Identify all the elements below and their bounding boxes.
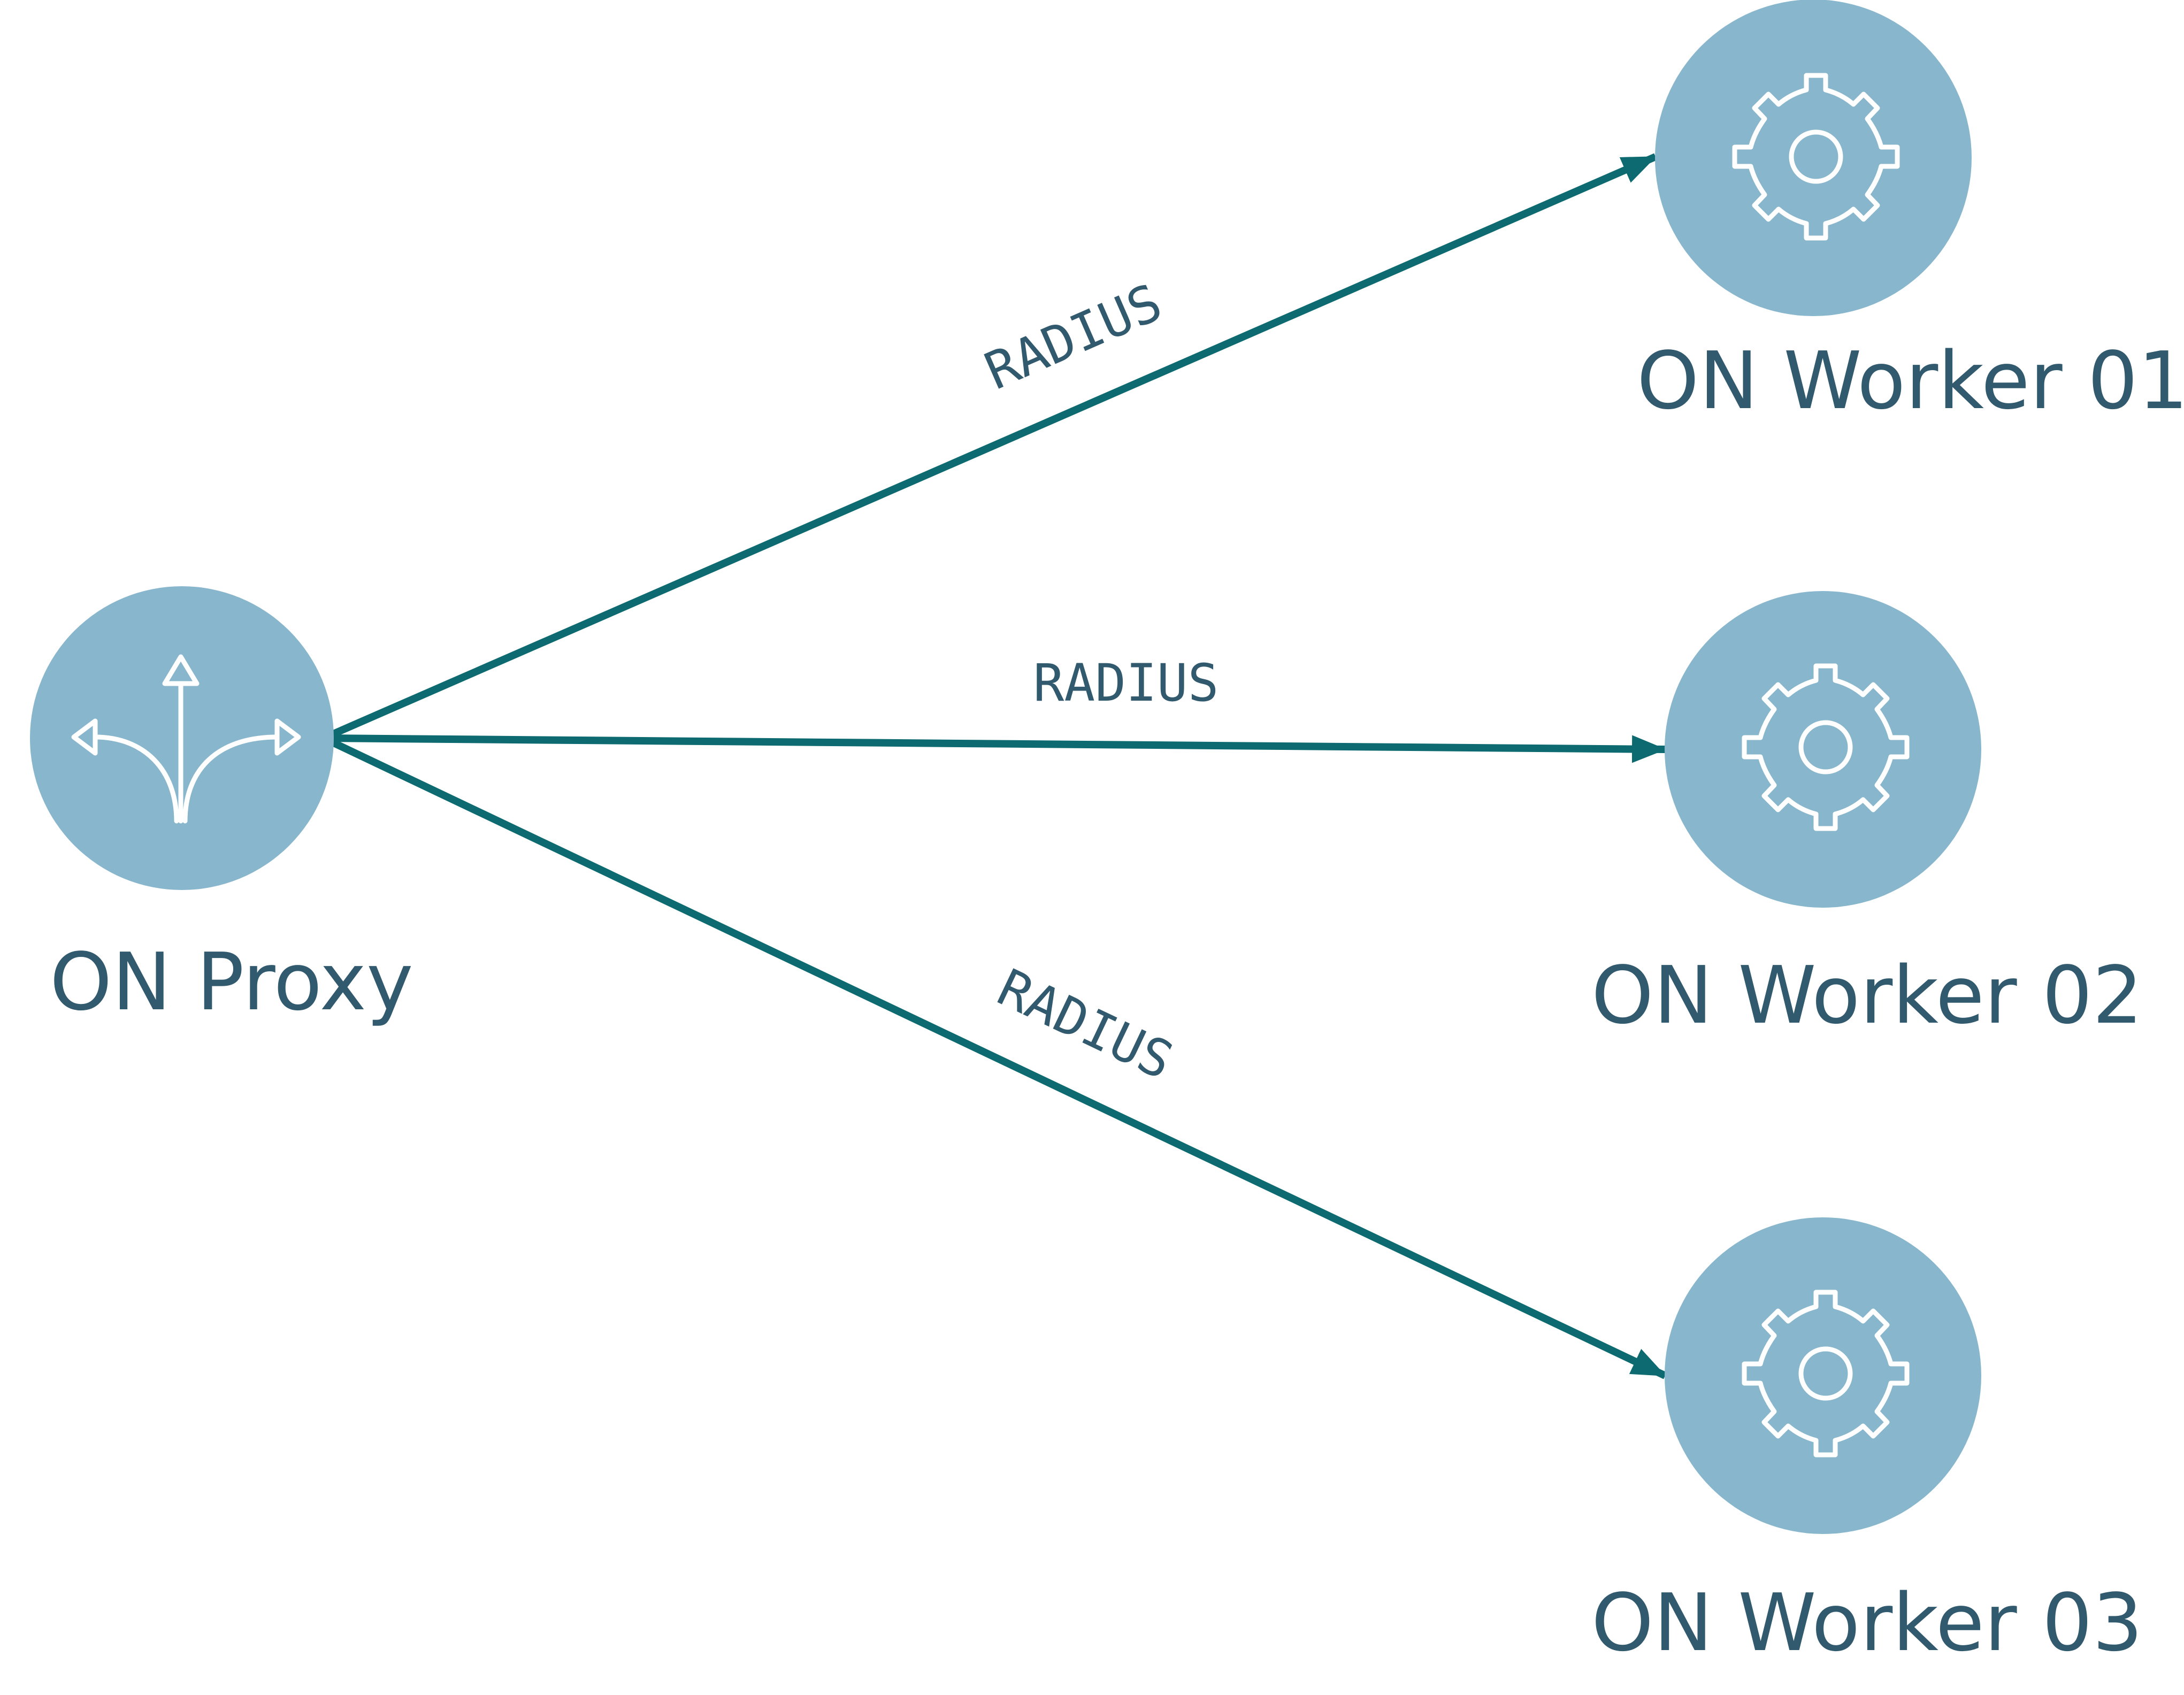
fork-arrows-icon [71, 654, 301, 824]
worker-01-circle [1655, 0, 1972, 316]
edge-labels: RADIUS RADIUS RADIUS [976, 272, 1219, 1091]
edge-label-worker2: RADIUS [1033, 653, 1219, 713]
node-worker-02: ON Worker 02 [1591, 591, 2143, 1041]
node-worker-01: ON Worker 01 [1637, 0, 2184, 427]
node-worker-03: ON Worker 03 [1591, 1217, 2143, 1669]
edges [321, 153, 1667, 1379]
proxy-label: ON Proxy [50, 936, 413, 1028]
worker-03-label: ON Worker 03 [1591, 1577, 2143, 1669]
edge-proxy-worker3 [321, 734, 1667, 1379]
edge-proxy-worker2 [323, 734, 1666, 763]
worker-01-label: ON Worker 01 [1637, 335, 2184, 427]
node-proxy: ON Proxy [30, 586, 413, 1028]
worker-02-circle [1665, 591, 1981, 908]
edge-proxy-worker1 [322, 153, 1657, 742]
worker-02-label: ON Worker 02 [1591, 949, 2143, 1041]
worker-03-circle [1665, 1217, 1981, 1534]
